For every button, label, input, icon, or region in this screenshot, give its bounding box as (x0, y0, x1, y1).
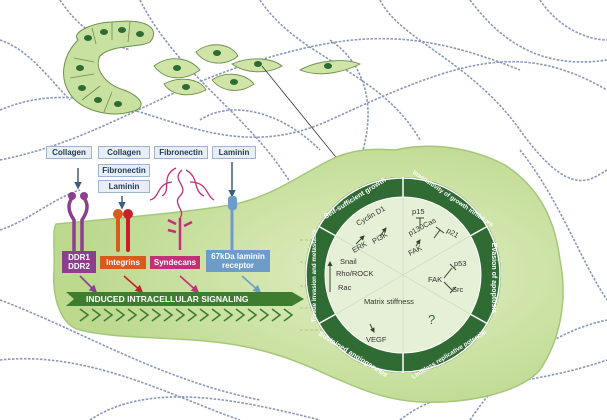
mol-p53: p53 (454, 259, 467, 268)
label-collagen-left: Collagen (46, 146, 92, 159)
label-laminin-middle: Laminin (98, 180, 150, 193)
signal-bar-label: INDUCED INTRACELLULAR SIGNALING (86, 294, 249, 304)
laminin-receptor (228, 196, 237, 250)
epithelial-cluster (63, 20, 155, 115)
arrow-pi3k (379, 227, 387, 237)
label-integrins: Integrins (100, 256, 146, 269)
mol-question: ? (428, 312, 435, 327)
label-laminin-receptor: 67kDa laminin receptor (206, 250, 270, 272)
fak-src-p53-links (443, 263, 457, 294)
mol-snail: Snail (340, 257, 357, 266)
zoom-connector (261, 65, 349, 173)
ddr-receptor (67, 192, 89, 252)
hallmark-invasion: Tissue invasion and metastasis (311, 229, 318, 322)
mol-matrix-stiffness: Matrix stiffness (364, 297, 414, 306)
mol-vegf: VEGF (366, 335, 387, 344)
arrow-erk (355, 235, 365, 245)
label-fibronectin-middle: Fibronectin (98, 164, 150, 177)
hallmark-evasion: Evasion of apoptosis (490, 243, 497, 314)
label-laminin-right: Laminin (212, 146, 256, 159)
mol-p15: p15 (412, 207, 425, 216)
receptor-to-signal-arrows (79, 275, 262, 294)
migrating-cell-nuclei (173, 50, 332, 90)
mol-rac: Rac (338, 283, 352, 292)
arrow-stiffness (369, 323, 375, 333)
signal-bar (66, 292, 304, 306)
integrin-receptor (113, 209, 133, 252)
label-ddr: DDR1 DDR2 (62, 251, 96, 273)
label-syndecans: Syndecans (150, 256, 200, 269)
mol-fak-mid: FAK (428, 275, 442, 284)
mol-rho-rock: Rho/ROCK (336, 269, 374, 278)
syndecan-receptor (167, 218, 193, 250)
label-fibronectin-right: Fibronectin (154, 146, 208, 159)
signal-chevrons (79, 308, 294, 322)
inhibition-marks-top (415, 217, 445, 247)
label-collagen-middle: Collagen (98, 146, 150, 159)
fibronectin-fibers (149, 167, 215, 219)
mol-src: Src (452, 285, 464, 294)
